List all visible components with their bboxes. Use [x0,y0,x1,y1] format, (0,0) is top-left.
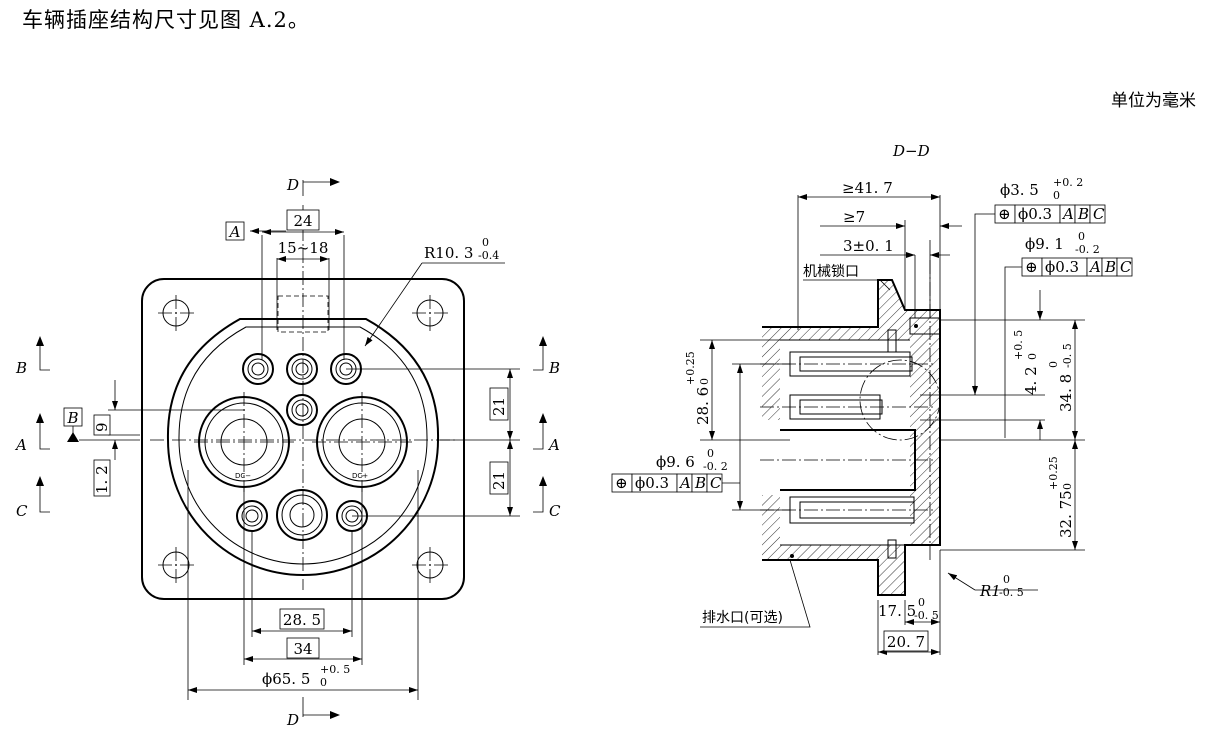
dim-17-5-lower: -0. 5 [914,609,939,622]
label-lock: 机械锁口 [803,264,859,280]
dim-4-2-lower: 0 [1026,353,1039,360]
svg-text:ϕ0.3: ϕ0.3 [635,474,669,492]
dim-4-2: 4. 2 [1022,366,1040,395]
dim-34-8: 34. 8 [1057,374,1075,412]
dim-phi-3-5-lower: 0 [1053,189,1060,202]
dim-phi-3-5-upper: +0. 2 [1053,176,1083,189]
dim-phi-3-5: ϕ3. 5 [1000,181,1039,199]
datum-a: A [228,223,241,241]
tolerance-frame-3: ⊕ ϕ0.3 A B C [611,473,723,493]
dim-28-6: 28. 6 [694,387,712,425]
tolerance-frame-2: ⊕ ϕ0.3 A B C [1021,257,1133,277]
svg-text:C: C [710,474,722,492]
dim-41-7: ≥41. 7 [842,179,893,197]
svg-text:A: A [1061,205,1074,223]
dim-28-5: 28. 5 [283,611,321,629]
socket-outer [166,318,440,576]
svg-text:A: A [1088,258,1101,276]
dim-3: 3±0. 1 [843,237,894,255]
dim-17-5-upper: 0 [918,596,925,609]
dim-phi-9-6-upper: 0 [707,447,714,460]
label-drain: 排水口(可选) [702,610,783,626]
mounting-holes [158,295,448,583]
front-view: DC− DC+ 24 15~18 A D D R10. [14,176,561,729]
section-d-bottom: D [286,711,299,729]
dim-17-5: 17. 5 [878,602,916,620]
dim-r1: R1 [979,582,1001,600]
svg-text:ϕ0.3: ϕ0.3 [1045,258,1079,276]
dim-21-lower: 21 [490,471,508,490]
svg-text:ϕ0.3: ϕ0.3 [1018,205,1052,223]
dim-32-75-lower: 0 [1061,483,1074,490]
dim-r10-3-upper: 0 [482,236,489,249]
section-c-left: C [16,502,28,520]
dim-r10-3: R10. 3 [424,244,473,262]
datum-b: B [66,409,78,427]
dim-24: 24 [293,212,312,230]
dim-r10-3-lower: -0.4 [478,249,499,262]
label-dc-plus: DC+ [352,472,368,480]
label-dc-minus: DC− [235,472,251,480]
dim-r1-upper: 0 [1003,573,1010,586]
svg-text:C: C [1120,258,1132,276]
dim-phi-9-6-lower: -0. 2 [703,460,728,473]
section-c-right: C [549,502,561,520]
housing-outline [762,279,941,596]
dim-r1-lower: -0. 5 [999,586,1024,599]
dim-32-75: 32. 75 [1057,490,1075,538]
dim-21-upper: 21 [490,397,508,416]
unit-note: 单位为毫米 [1111,91,1196,111]
section-a-right: A [547,436,560,454]
socket-inner [178,326,428,565]
svg-text:B: B [1077,205,1089,223]
section-view: D−D ≥41. 7 ≥7 [611,142,1133,655]
dim-34-8-lower: -0. 5 [1061,343,1074,368]
dim-34-8-upper: 0 [1047,361,1060,368]
svg-text:A: A [678,474,691,492]
dim-65-5-upper: +0. 5 [320,663,350,676]
dim-20-7: 20. 7 [887,633,925,651]
dim-15-18: 15~18 [278,239,329,257]
section-d-top: D [286,176,299,194]
svg-text:⊕: ⊕ [1025,258,1038,276]
dim-phi-9-1: ϕ9. 1 [1025,235,1064,253]
section-b-left: B [15,359,27,377]
dim-1-2: 1. 2 [93,465,111,494]
svg-text:C: C [1093,205,1105,223]
dim-28-6-lower: 0 [698,378,711,385]
section-a-left: A [14,436,27,454]
caption: 车辆插座结构尺寸见图 A.2。 [22,8,310,32]
dim-phi-9-1-upper: 0 [1078,230,1085,243]
dim-32-75-upper: +0.25 [1047,456,1060,490]
svg-text:⊕: ⊕ [998,205,1011,223]
dim-4-2-upper: +0. 5 [1012,330,1025,360]
dim-phi-9-1-lower: -0. 2 [1075,243,1100,256]
dim-28-6-upper: +0.25 [684,351,697,385]
dim-34: 34 [293,640,312,658]
dim-65-5-lower: 0 [320,676,327,689]
tolerance-frame-1: ⊕ ϕ0.3 A B C [994,204,1106,224]
dim-65-5: ϕ65. 5 [262,670,310,688]
svg-text:B: B [1104,258,1116,276]
svg-text:⊕: ⊕ [615,474,628,492]
section-b-right: B [548,359,560,377]
dim-9: 9 [93,422,111,432]
dim-ge7: ≥7 [843,208,865,226]
dim-phi-9-6: ϕ9. 6 [656,453,695,471]
svg-text:B: B [694,474,706,492]
signal-pins [236,353,368,541]
section-title: D−D [892,142,930,160]
